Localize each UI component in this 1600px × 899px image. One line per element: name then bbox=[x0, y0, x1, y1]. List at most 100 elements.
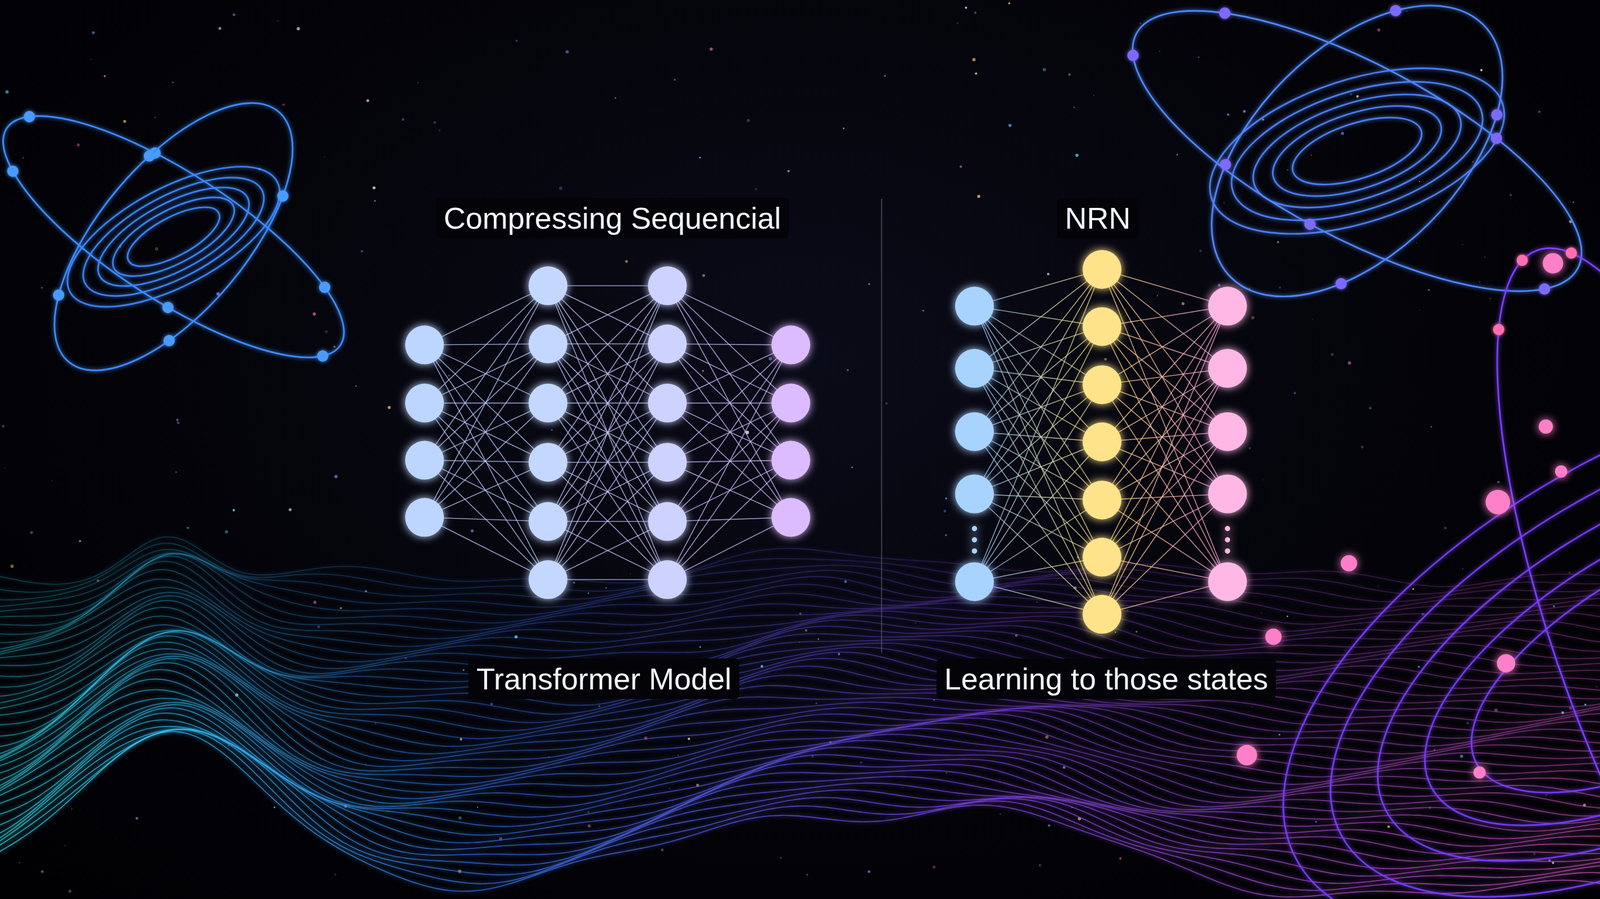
neuron bbox=[771, 383, 811, 423]
network-edge bbox=[1102, 306, 1228, 615]
particle-dot bbox=[804, 629, 808, 633]
orbit-dot bbox=[50, 287, 67, 303]
particle-dot bbox=[227, 744, 229, 747]
orbit-ring bbox=[83, 167, 263, 307]
wave-contour bbox=[0, 553, 1600, 617]
network-edge bbox=[974, 384, 1103, 583]
particle-dot bbox=[1443, 526, 1447, 530]
particle-dot bbox=[1569, 706, 1572, 710]
orbit-ring bbox=[1158, 0, 1556, 350]
particle-dot bbox=[673, 78, 676, 81]
particle-dot bbox=[64, 844, 66, 847]
network-edge bbox=[547, 402, 667, 580]
particle-dot bbox=[1568, 571, 1571, 574]
network-edge bbox=[547, 285, 667, 345]
wave-contour bbox=[0, 543, 1600, 595]
particle-dot bbox=[68, 889, 72, 893]
particle-dot bbox=[1176, 153, 1179, 156]
particle-dot bbox=[851, 466, 853, 468]
particle-dot bbox=[1466, 721, 1469, 725]
wave-contour bbox=[0, 630, 1600, 731]
particle-dot bbox=[754, 187, 758, 191]
particle-dot bbox=[1341, 132, 1344, 135]
wave-contour bbox=[0, 579, 1600, 655]
particle-dot bbox=[944, 497, 948, 500]
neuron bbox=[1082, 594, 1122, 634]
orbit-dot bbox=[1217, 5, 1233, 21]
particle-dot bbox=[515, 39, 518, 43]
particle-dot bbox=[1047, 824, 1051, 827]
particle-dot bbox=[1483, 256, 1486, 258]
wave-contour bbox=[0, 553, 1600, 625]
network-edge bbox=[667, 344, 792, 522]
particle-dot bbox=[1310, 154, 1312, 156]
neuron bbox=[405, 441, 444, 480]
network-edge bbox=[974, 326, 1103, 432]
neuron bbox=[647, 502, 687, 542]
particle-dot bbox=[687, 737, 690, 740]
orbit-ring bbox=[101, 181, 246, 292]
network-edge bbox=[667, 285, 792, 461]
network-edges bbox=[424, 285, 792, 580]
neuron bbox=[1207, 474, 1247, 513]
wave-contour bbox=[0, 537, 1600, 587]
particle-dot bbox=[1261, 118, 1265, 121]
wave-contour bbox=[0, 561, 1600, 639]
orbit-dot bbox=[1538, 419, 1553, 434]
particle-dot bbox=[30, 530, 34, 534]
orbit-dot bbox=[1125, 47, 1141, 63]
particle-dot bbox=[312, 312, 317, 316]
orbit-dot bbox=[1217, 156, 1234, 173]
orbit-dot bbox=[274, 188, 291, 204]
particle-dot bbox=[1276, 241, 1279, 243]
neuron bbox=[1082, 250, 1122, 289]
particle-dot bbox=[123, 119, 126, 123]
wave-contour bbox=[0, 595, 1600, 674]
particle-dot bbox=[1315, 820, 1318, 824]
particle-dot bbox=[956, 22, 959, 25]
particle-dot bbox=[41, 287, 43, 289]
network-layer bbox=[405, 325, 444, 537]
particle-dot bbox=[1223, 202, 1225, 204]
particle-dot bbox=[702, 274, 706, 277]
particle-dot bbox=[176, 418, 179, 421]
neuron bbox=[528, 502, 568, 542]
particle-dot bbox=[317, 625, 321, 629]
network-edge bbox=[974, 306, 1103, 385]
network-edge bbox=[667, 462, 792, 518]
particle-dot bbox=[171, 82, 174, 84]
ellipsis-dot bbox=[971, 525, 977, 531]
orbit-group bbox=[0, 62, 377, 409]
network-layer bbox=[1082, 250, 1122, 634]
particle-dot bbox=[1595, 685, 1598, 688]
orbit-dot bbox=[1341, 555, 1358, 572]
network-edge bbox=[1102, 326, 1228, 368]
particle-dot bbox=[964, 6, 967, 9]
orbit-dot bbox=[1473, 766, 1486, 779]
neuron bbox=[1082, 422, 1122, 462]
orbit-ring bbox=[1314, 359, 1600, 899]
network-edge bbox=[424, 402, 549, 461]
particle-dot bbox=[660, 848, 664, 852]
neuron bbox=[1207, 348, 1247, 388]
particle-dot bbox=[1278, 286, 1281, 289]
wave-contour bbox=[0, 712, 1600, 854]
wave-contour bbox=[0, 719, 1600, 862]
particle-dot bbox=[1376, 28, 1381, 32]
orbit-group bbox=[1093, 0, 1600, 350]
particle-dot bbox=[1251, 315, 1255, 320]
network-edge bbox=[547, 285, 667, 463]
particle-dot bbox=[360, 250, 363, 253]
particle-dot bbox=[1509, 193, 1512, 197]
particle-dot bbox=[605, 587, 607, 589]
particle-dot bbox=[1286, 615, 1289, 618]
network-edge bbox=[667, 402, 792, 580]
particle-dot bbox=[698, 156, 702, 159]
orbit-ring bbox=[1261, 88, 1453, 215]
particle-dot bbox=[1044, 735, 1049, 739]
network-layer bbox=[771, 325, 811, 537]
particle-dot bbox=[1533, 852, 1536, 856]
particle-dot bbox=[598, 705, 601, 708]
network-edge bbox=[547, 521, 667, 580]
